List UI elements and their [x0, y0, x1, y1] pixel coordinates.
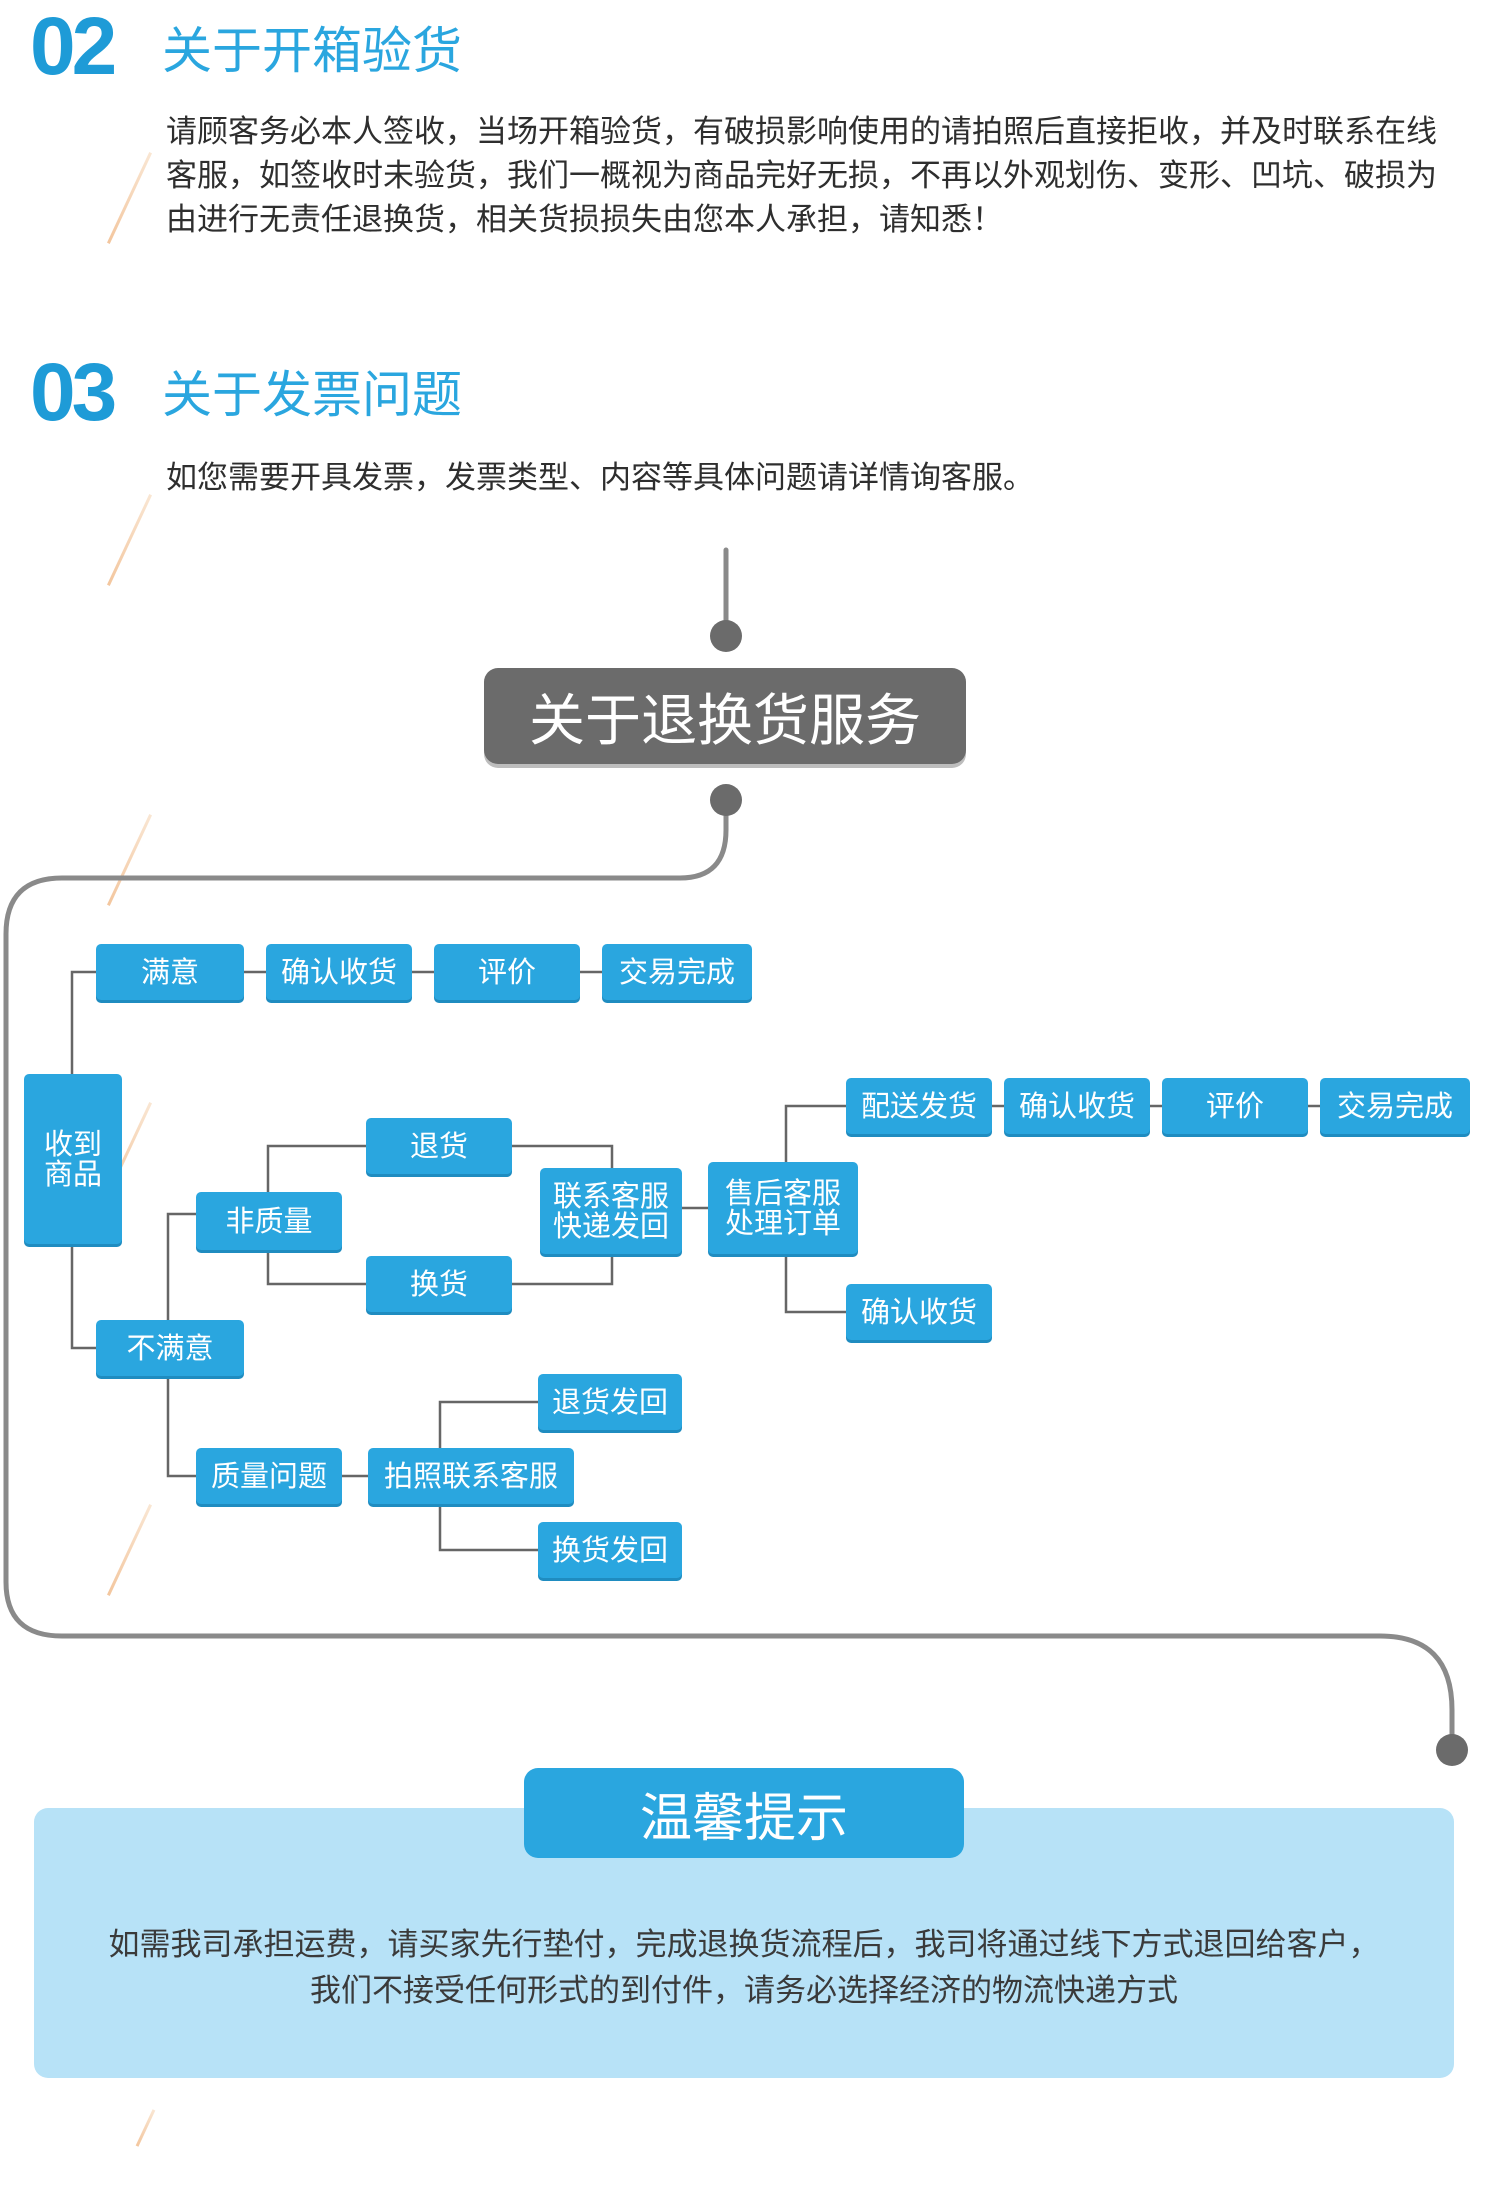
transaction-complete-box: 交易完成 — [602, 944, 752, 1000]
unsatisfied-box: 不满意 — [96, 1320, 244, 1376]
transaction-complete-box: 交易完成 — [1320, 1078, 1470, 1134]
connector-line — [166, 1212, 196, 1346]
connector-line — [70, 970, 96, 1074]
received-goods-box: 收到商品 — [24, 1074, 122, 1244]
connector-line — [438, 1400, 538, 1454]
connector-line — [266, 1236, 366, 1286]
connector-line — [70, 1244, 96, 1350]
photo-contact-service-box: 拍照联系客服 — [368, 1448, 574, 1504]
section-paragraph: 请顾客务必本人签收，当场开箱验货，有破损影响使用的请拍照后直接拒收，并及时联系在… — [166, 110, 1437, 242]
section-paragraph: 如您需要开具发票，发票类型、内容等具体问题请详情询客服。 — [166, 456, 1034, 500]
connector-line — [512, 1254, 614, 1286]
after-sales-process-order-box: 售后客服处理订单 — [708, 1162, 858, 1254]
warm-tip-text: 如需我司承担运费，请买家先行垫付，完成退换货流程后，我司将通过线下方式退回给客户… — [34, 1922, 1454, 2014]
return-box: 退货 — [366, 1118, 512, 1174]
contact-service-ship-back-box: 联系客服快递发回 — [540, 1168, 682, 1254]
connector-line — [784, 1104, 846, 1162]
warm-tip-title: 温馨提示 — [524, 1768, 964, 1858]
section-title: 关于开箱验货 — [162, 22, 462, 80]
exchange-box: 换货 — [366, 1256, 512, 1312]
tip-line: 如需我司承担运费，请买家先行垫付，完成退换货流程后，我司将通过线下方式退回给客户… — [108, 1927, 1380, 1963]
connector-line — [512, 1144, 614, 1168]
paragraph-line: 客服，如签收时未验货，我们一概视为商品完好无损，不再以外观划伤、变形、凹坑、破损… — [166, 158, 1437, 194]
connector-line — [166, 1370, 196, 1478]
section-number: 03 — [30, 347, 117, 438]
non-quality-box: 非质量 — [196, 1192, 342, 1250]
connector-line — [438, 1498, 538, 1552]
review-box: 评价 — [434, 944, 580, 1000]
connector-line — [266, 1144, 366, 1192]
quality-issue-box: 质量问题 — [196, 1448, 342, 1504]
connector-dot — [710, 620, 742, 652]
paragraph-line: 如您需要开具发票，发票类型、内容等具体问题请详情询客服。 — [166, 460, 1034, 496]
connector-line — [784, 1254, 846, 1314]
outer-flow-line — [3, 801, 1455, 1751]
tip-line: 我们不接受任何形式的到付件，请务必选择经济的物流快递方式 — [310, 1973, 1178, 2009]
confirm-receipt-box: 确认收货 — [846, 1284, 992, 1340]
connector-dot — [1436, 1734, 1468, 1766]
exchange-ship-back-box: 换货发回 — [538, 1522, 682, 1578]
return-service-title: 关于退换货服务 — [484, 668, 966, 764]
connector-dot — [710, 784, 742, 816]
paragraph-line: 请顾客务必本人签收，当场开箱验货，有破损影响使用的请拍照后直接拒收，并及时联系在… — [166, 114, 1437, 150]
section-title: 关于发票问题 — [162, 366, 462, 424]
review-box: 评价 — [1162, 1078, 1308, 1134]
return-ship-back-box: 退货发回 — [538, 1374, 682, 1430]
paragraph-line: 由进行无责任退换货，相关货损损失由您本人承担，请知悉！ — [166, 202, 1003, 238]
confirm-receipt-box: 确认收货 — [266, 944, 412, 1000]
satisfied-box: 满意 — [96, 944, 244, 1000]
ship-goods-box: 配送发货 — [846, 1078, 992, 1134]
section-number: 02 — [30, 1, 117, 92]
confirm-receipt-box: 确认收货 — [1004, 1078, 1150, 1134]
